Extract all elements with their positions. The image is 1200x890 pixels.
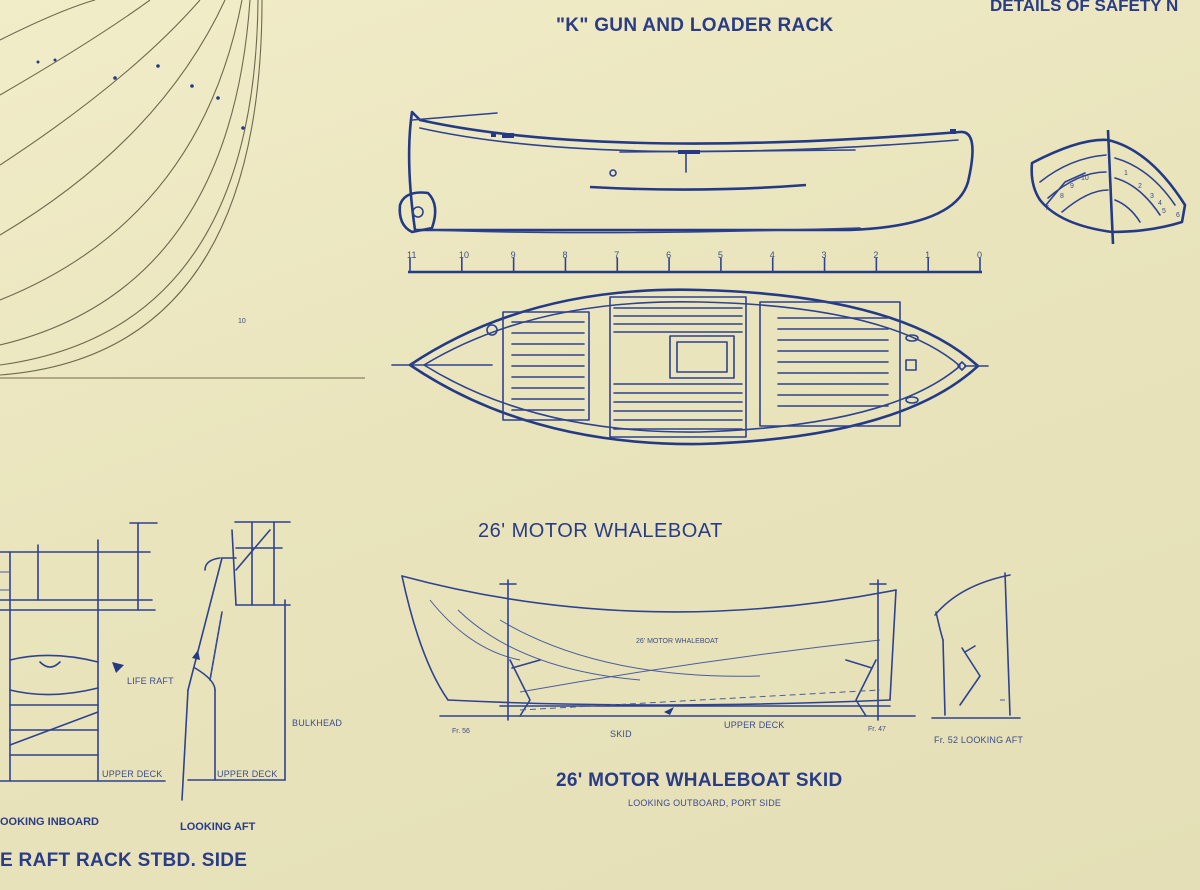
scale-tick-label: 1 <box>925 250 931 260</box>
scale-tick-label: 11 <box>407 250 417 260</box>
skid-label: SKID <box>610 729 632 739</box>
raft-rack-looking-aft <box>181 521 291 801</box>
upper-deck-label-inboard: UPPER DECK <box>102 769 163 779</box>
life-raft-label: LIFE RAFT <box>127 676 174 686</box>
frame-52-section-drawing <box>931 572 1021 719</box>
scale-tick-label: 4 <box>769 250 775 260</box>
gun-rack-title: "K" GUN AND LOADER RACK <box>556 15 834 36</box>
section-station-number: 7 <box>1045 205 1049 212</box>
section-station-number: 9 <box>1070 183 1074 190</box>
whaleboat-profile <box>398 110 974 234</box>
boat-side-label: 26' MOTOR WHALEBOAT <box>636 638 719 645</box>
hull-body-plan-curves <box>0 0 365 379</box>
section-station-number: 5 <box>1162 208 1166 215</box>
frame-56-label: Fr. 56 <box>452 728 470 735</box>
raft-rack-title: E RAFT RACK STBD. SIDE <box>0 850 248 871</box>
section-station-number: 3 <box>1150 193 1154 200</box>
scale-tick-label: 7 <box>614 250 620 260</box>
scale-tick-label: 9 <box>510 250 516 260</box>
section-station-number: 6 <box>1176 212 1180 219</box>
whaleboat-plan-view <box>391 288 989 446</box>
scale-tick-label: 5 <box>717 250 724 260</box>
scale-tick-label: 6 <box>666 250 672 260</box>
whaleboat-skid-drawing <box>401 575 916 721</box>
scale-tick-label: 8 <box>562 250 568 260</box>
curve-number-label: 10 <box>238 318 246 325</box>
bulkhead-label: BULKHEAD <box>292 718 343 728</box>
section-station-number: 4 <box>1158 200 1162 207</box>
scale-tick-label: 10 <box>458 250 470 260</box>
raft-rack-looking-inboard <box>0 522 166 782</box>
section-station-number: 2 <box>1138 183 1142 190</box>
scale-tick-label: 3 <box>821 250 827 260</box>
looking-aft-label: LOOKING AFT <box>180 821 256 833</box>
whaleboat-title: 26' MOTOR WHALEBOAT <box>478 520 723 542</box>
frame-52-label: Fr. 52 LOOKING AFT <box>934 735 1024 745</box>
section-station-number: 8 <box>1060 193 1064 200</box>
scale-bar <box>408 257 982 274</box>
upper-deck-label-skid: UPPER DECK <box>724 720 785 730</box>
scale-tick-label: 0 <box>977 250 983 260</box>
skid-title: 26' MOTOR WHALEBOAT SKID <box>556 770 843 791</box>
frame-47-label: Fr. 47 <box>868 726 886 733</box>
safety-details-title: DETAILS OF SAFETY N <box>990 0 1179 15</box>
upper-deck-label-aft: UPPER DECK <box>217 769 278 779</box>
section-station-number: 1 <box>1124 170 1128 177</box>
skid-subtitle: LOOKING OUTBOARD, PORT SIDE <box>628 798 782 808</box>
boat-body-section <box>1030 129 1187 245</box>
scale-tick-label: 2 <box>873 250 879 260</box>
section-station-number: 10 <box>1081 175 1089 182</box>
looking-inboard-label: OOKING INBOARD <box>0 816 99 828</box>
